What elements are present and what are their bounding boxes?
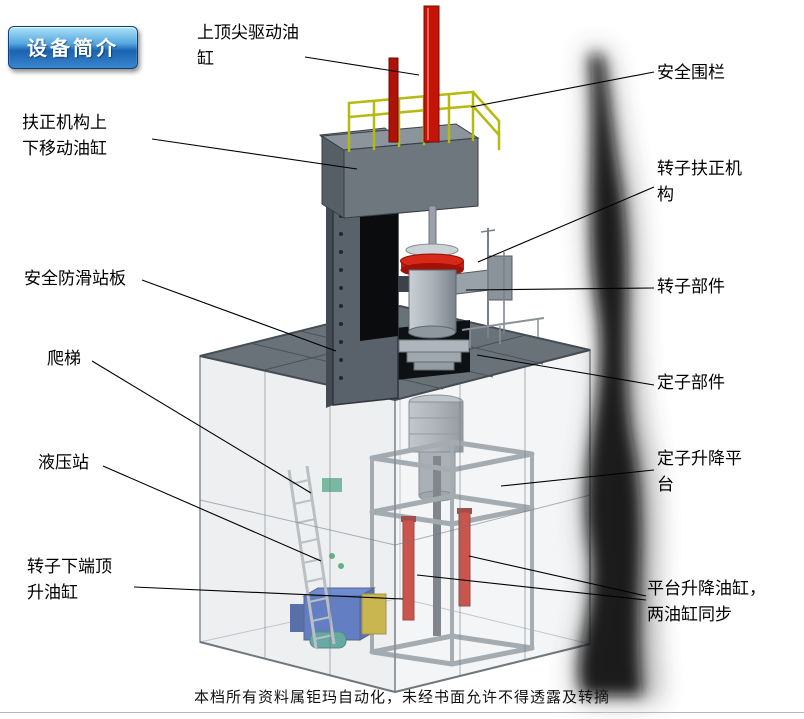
- leader-top-drive: [304, 56, 420, 76]
- title-badge: 设备简介: [8, 26, 138, 69]
- pump-motor: [309, 631, 347, 649]
- platform-lift-cylinder-left: [401, 516, 416, 621]
- platform-lift-cylinder-right: [457, 508, 472, 607]
- leader-rotor-jack: [133, 586, 404, 600]
- label-rotor-centering-mechanism: 转子扶正机 构: [657, 159, 742, 205]
- enclosure-walls: [199, 349, 591, 694]
- top-drive-cylinder-rods: [388, 5, 440, 143]
- leader-hydraulic: [102, 465, 322, 562]
- leader-antislip: [141, 279, 337, 352]
- leader-centering: [151, 138, 358, 170]
- label-ladder: 爬梯: [47, 349, 81, 368]
- label-stator-part: 定子部件: [657, 373, 725, 392]
- leader-rotor-part: [465, 287, 655, 291]
- hydraulic-station-unit: [290, 587, 387, 649]
- label-top-center-drive-cylinder: 上顶尖驱动油 缸: [197, 23, 299, 69]
- leader-platform-lift-b: [416, 574, 647, 601]
- leader-lines: [91, 56, 655, 601]
- stator-flange: [398, 339, 470, 353]
- label-platform-lift-cylinders: 平台升降油缸， 两油缸同步: [647, 579, 766, 625]
- leader-stator-part: [476, 354, 655, 386]
- label-hydraulic-station: 液压站: [38, 453, 89, 472]
- leader-ladder: [91, 360, 312, 494]
- leader-platform-lift-a: [468, 555, 647, 597]
- center-screw-rod: [433, 456, 441, 636]
- rotor-body: [408, 269, 457, 333]
- leader-fence: [470, 71, 655, 108]
- label-safety-fence: 安全围栏: [657, 63, 725, 82]
- leader-rotor-centering: [477, 186, 655, 263]
- label-antislip-standing-plate: 安全防滑站板: [24, 269, 126, 288]
- footer-note: 本档所有资料属钜玛自动化，未经书面允许不得透露及转摘: [193, 689, 610, 706]
- centering-bracket: [487, 255, 513, 301]
- leader-stator-lift: [500, 469, 655, 487]
- label-centering-updown-cylinder: 扶正机构上 下移动油缸: [22, 113, 107, 159]
- shadow-smudge: [574, 50, 660, 700]
- yellow-valve-block: [361, 593, 387, 635]
- rotor-assembly: [398, 205, 513, 371]
- bottom-rule: [0, 712, 804, 713]
- label-stator-lift-platform: 定子升降平 台: [657, 449, 742, 495]
- deck-masts: [461, 228, 545, 348]
- label-rotor-part: 转子部件: [657, 277, 725, 296]
- label-rotor-bottom-jack-cylinder: 转子下端顶 升油缸: [27, 557, 112, 603]
